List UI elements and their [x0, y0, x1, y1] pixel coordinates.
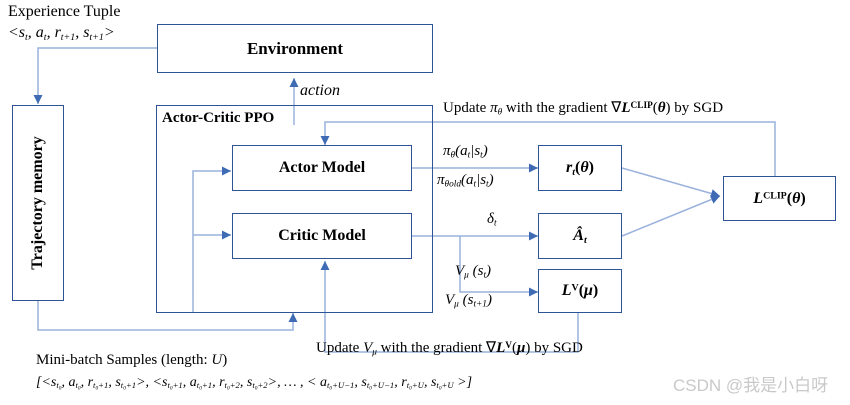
experience-tuple-title: Experience Tuple: [8, 3, 121, 20]
update-value-label: Update Vμ with the gradient ∇LV(μ) by SG…: [316, 340, 583, 358]
value-st-label: Vμ (st): [455, 263, 492, 281]
environment-box[interactable]: Environment: [157, 24, 433, 73]
clip-loss-label: LCLIP(θ): [753, 189, 806, 207]
wire-advantage-to-clip: [621, 195, 721, 237]
actor-model-box[interactable]: Actor Model: [232, 145, 412, 191]
advantage-box[interactable]: Ât: [538, 213, 622, 259]
trajectory-memory-box[interactable]: Trajectory memory: [12, 105, 64, 301]
clip-loss-box[interactable]: LCLIP(θ): [723, 176, 836, 221]
value-loss-box[interactable]: LV(μ): [538, 269, 622, 313]
update-policy-label: Update πθ with the gradient ∇LCLIP(θ) by…: [443, 100, 724, 118]
td-error-label: δt: [487, 211, 497, 229]
trajectory-memory-label: Trajectory memory: [29, 136, 46, 270]
minibatch-title: Mini-batch Samples (length: U): [36, 352, 228, 368]
watermark: CSDN @我是小白呀: [673, 376, 829, 395]
ratio-box[interactable]: rt(θ): [538, 145, 622, 191]
experience-tuple-value: <st, at, rt+1, st+1>: [8, 24, 115, 43]
wire-ratio-to-clip: [621, 167, 721, 198]
wire-env-to-memory: [33, 47, 157, 104]
action-label: action: [300, 82, 340, 99]
ratio-label: rt(θ): [566, 158, 594, 178]
advantage-label: Ât: [573, 226, 587, 246]
critic-model-box[interactable]: Critic Model: [232, 213, 412, 259]
ppo-group: [156, 105, 433, 313]
value-loss-label: LV(μ): [561, 282, 599, 299]
policy-ratio-denominator: πθold(at|st): [437, 172, 494, 190]
policy-ratio-numerator: πθ(at|st): [443, 143, 488, 161]
ppo-group-title: Actor-Critic PPO: [162, 110, 275, 126]
value-st1-label: Vμ (st+1): [445, 292, 492, 310]
minibatch-formula: [<st0, at0, rt0+1, st0+1>, <st0+1, at0+1…: [36, 375, 473, 392]
